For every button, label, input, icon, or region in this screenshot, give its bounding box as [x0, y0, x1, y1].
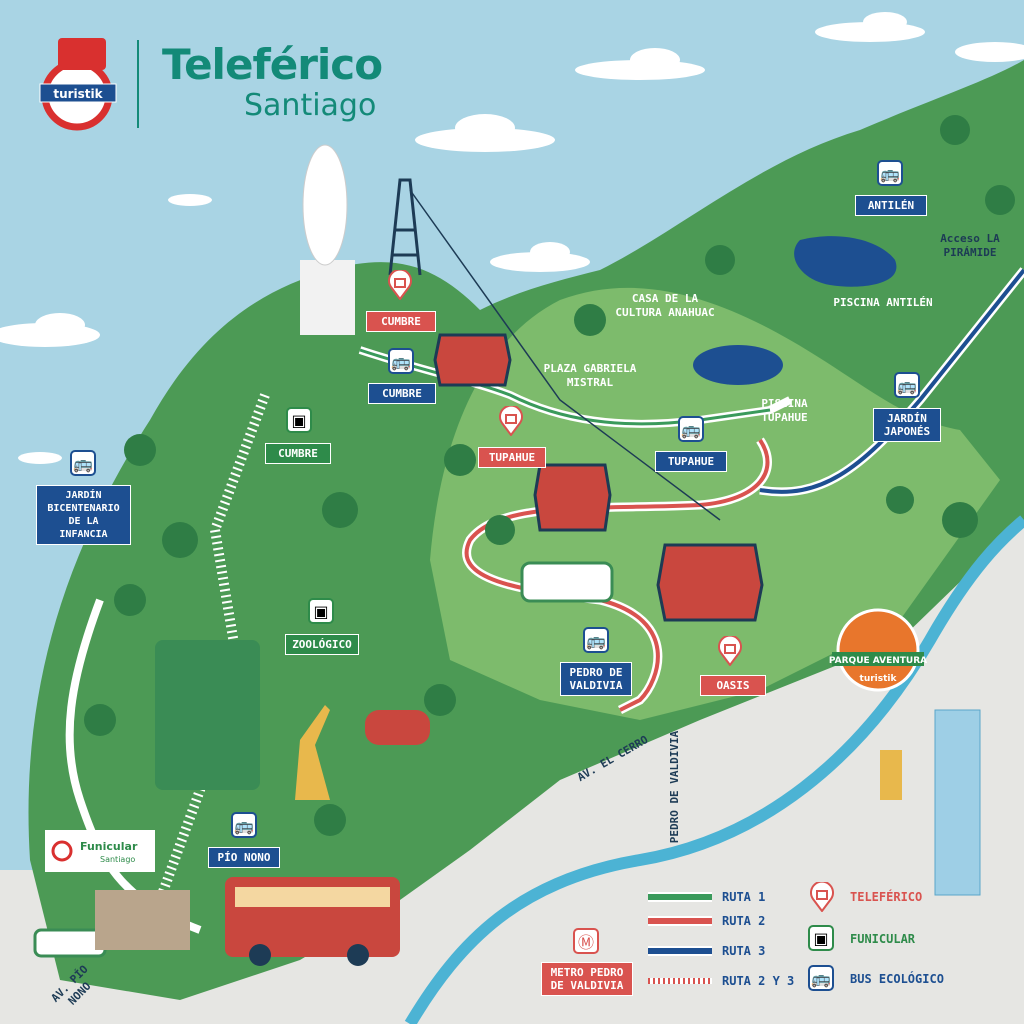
legend-bus-ecologico: BUS ECOLÓGICO [850, 972, 944, 986]
bus-icon: 🚌 [894, 372, 920, 398]
bus-stop-pedro-de-valdivia[interactable]: PEDRO DE VALDIVIA [560, 662, 632, 696]
svg-text:Funicular: Funicular [80, 840, 138, 853]
funicular-santiago-logo: Funicular Santiago [45, 830, 155, 872]
bear [365, 710, 430, 745]
place-plaza-mistral: PLAZA GABRIELA MISTRAL [543, 362, 637, 389]
bus-icon: 🚌 [678, 416, 704, 442]
cable-car-pin-icon [388, 270, 412, 300]
pool-tupahue [693, 345, 783, 385]
funicular-station-zoologico[interactable]: ZOOLÓGICO [285, 634, 359, 655]
cable-line [409, 189, 721, 521]
bus-stop-jardin-japones[interactable]: JARDÍN JAPONÉS [873, 408, 941, 442]
legend-funicular: FUNICULAR [850, 932, 916, 946]
cable-car-pin-icon [718, 636, 742, 666]
route-1-swatch [648, 892, 712, 902]
river [404, 515, 1024, 1024]
svg-text:Santiago: Santiago [100, 855, 135, 864]
place-piscina-tupahue: PISCINA TUPAHUE [761, 397, 808, 424]
legend-teleferico: TELEFÉRICO [850, 890, 923, 904]
eco-bus [33, 928, 107, 958]
teleferico-station-cumbre[interactable]: CUMBRE [366, 311, 436, 332]
svg-text:PARQUE AVENTURA: PARQUE AVENTURA [829, 656, 927, 666]
cable-tower [388, 178, 422, 276]
funicular-station-cumbre[interactable]: CUMBRE [265, 443, 331, 464]
castle [95, 890, 190, 950]
legend-route-2: RUTA 2 [722, 914, 766, 928]
route-1 [359, 348, 771, 426]
funicular-car [155, 640, 260, 790]
bus-icon: 🚌 [388, 348, 414, 374]
metro-icon: Ⓜ [573, 928, 599, 954]
place-acceso-piramide: Acceso LA PIRÁMIDE [940, 232, 1000, 259]
bus-icon: 🚌 [231, 812, 257, 838]
funicular-icon: ▣ [808, 925, 834, 951]
virgin-statue [300, 144, 355, 335]
page-subtitle: Santiago [244, 88, 377, 123]
svg-text:turistik: turistik [53, 87, 103, 101]
page-title: Teleférico [162, 40, 383, 89]
parque-aventura-logo: PARQUE AVENTURA turistik [829, 608, 927, 692]
metro-station-pedro-de-valdivia[interactable]: METRO PEDRO DE VALDIVIA [541, 962, 633, 996]
place-casa-cultura: CASA DE LA CULTURA ANAHUAC [615, 292, 715, 319]
pool-antilen [794, 236, 897, 287]
turistik-logo: turistik [39, 38, 117, 131]
teleferico-station-oasis[interactable]: OASIS [700, 675, 766, 696]
cable-car [433, 333, 764, 622]
bus-icon: 🚌 [70, 450, 96, 476]
route-3-line [759, 268, 1024, 494]
clouds [0, 12, 1024, 464]
building [880, 750, 902, 800]
route-2-3-swatch [648, 978, 712, 984]
bus-stop-cumbre[interactable]: CUMBRE [368, 383, 436, 404]
bus-stop-antilen[interactable]: ANTILÉN [855, 195, 927, 216]
tour-bus [225, 877, 400, 966]
cable-car-pin-icon [499, 406, 523, 436]
route-2-line [464, 438, 770, 712]
skyscraper [934, 709, 981, 896]
legend-route-3: RUTA 3 [722, 944, 766, 958]
bus-stop-jardin-bicentenario[interactable]: JARDÍN BICENTENARIO DE LA INFANCIA [36, 485, 131, 545]
bus-icon: 🚌 [877, 160, 903, 186]
bus-stop-tupahue[interactable]: TUPAHUE [655, 451, 727, 472]
street-pedro-de-valdivia: PEDRO DE VALDIVIA [668, 730, 681, 844]
route-2-swatch [648, 916, 712, 926]
legend-route-2-3: RUTA 2 Y 3 [722, 974, 795, 988]
route-3-swatch [648, 946, 712, 956]
place-piscina-antilen: PISCINA ANTILÉN [833, 296, 933, 309]
teleferico-station-tupahue[interactable]: TUPAHUE [478, 447, 546, 468]
eco-bus [520, 561, 614, 603]
cable-car-pin-icon [810, 882, 834, 912]
bus-icon: 🚌 [583, 627, 609, 653]
funicular-icon: ▣ [286, 407, 312, 433]
funicular-icon: ▣ [308, 598, 334, 624]
trees [84, 115, 1015, 836]
bus-stop-pio-nono[interactable]: PÍO NONO [208, 847, 280, 868]
legend-route-1: RUTA 1 [722, 890, 766, 904]
giraffe [295, 705, 330, 800]
bus-icon: 🚌 [808, 965, 834, 991]
svg-text:turistik: turistik [860, 674, 898, 684]
